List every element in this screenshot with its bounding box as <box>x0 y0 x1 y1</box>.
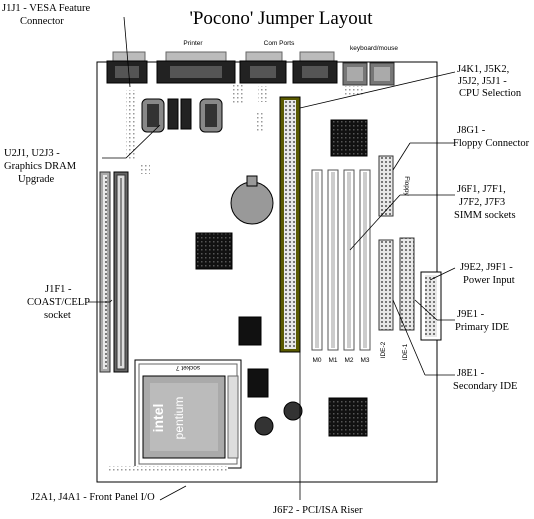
vesa-feature-header <box>126 90 136 160</box>
vga-connector <box>106 51 148 84</box>
keyboard-mouse-label: keyboard/mouse <box>350 45 398 52</box>
com-port-1-connector <box>239 51 287 84</box>
callout-graphics-dram: U2J1, U2J3 - Graphics DRAM Upgrade <box>4 148 79 185</box>
ide2-label: IDE-2 <box>380 341 387 358</box>
keyboard-mouse-connector <box>342 62 395 86</box>
callout-vesa-connector: J1J1 - VESA Feature Connector <box>2 3 93 27</box>
socket-label: socket 7 <box>176 364 201 371</box>
jumper-block <box>232 84 244 104</box>
jumper-block <box>255 112 265 132</box>
page-title: 'Pocono' Jumper Layout <box>189 8 373 29</box>
jumper-block <box>258 86 268 102</box>
cmos-battery <box>230 175 274 225</box>
printer-label: Printer <box>183 40 203 47</box>
jumper-block <box>140 164 150 174</box>
callout-secondary-ide: J8E1 - Secondary IDE <box>453 368 517 392</box>
printer-connector <box>156 51 236 84</box>
small-chip <box>238 316 262 346</box>
ide1-label: IDE-1 <box>402 343 409 360</box>
simm-label-m0: M0 <box>312 357 321 364</box>
callout-coast-socket: J1F1 - COAST/CELP socket <box>27 284 92 321</box>
ide2-connector <box>378 239 394 331</box>
jumper-block <box>343 86 363 96</box>
floppy-label: Floppy <box>403 176 410 196</box>
coast-celp-socket <box>99 171 129 373</box>
callout-power-input: J9E2, J9F1 - Power Input <box>460 262 515 286</box>
capacitor <box>254 416 274 436</box>
ide1-connector <box>399 237 415 331</box>
callout-front-panel: J2A1, J4A1 - Front Panel I/O <box>31 492 155 503</box>
pci-isa-riser <box>279 96 301 353</box>
floppy-connector <box>378 155 394 217</box>
callout-cpu-selection: J4K1, J5K2, J5J2, J5J1 - CPU Selection <box>457 64 522 99</box>
callout-primary-ide: J9E1 - Primary IDE <box>455 309 509 333</box>
callout-lines <box>88 16 456 501</box>
callout-pci-riser: J6F2 - PCI/ISA Riser <box>273 505 363 516</box>
intel-logo: intel <box>150 404 166 433</box>
pentium-logo: pentium <box>172 397 186 440</box>
small-chip <box>247 368 269 398</box>
graphics-dram-chips <box>141 98 223 133</box>
power-connector <box>420 271 442 341</box>
callout-floppy: J8G1 - Floppy Connector <box>453 125 530 149</box>
simm-label-m1: M1 <box>328 357 337 364</box>
io-chip <box>328 397 368 437</box>
callout-simm: J6F1, J7F1, J7F2, J7F3 SIMM sockets <box>454 184 516 221</box>
chipset-chip <box>330 119 368 157</box>
simm-sockets <box>311 169 371 351</box>
cpu-socket <box>134 359 242 469</box>
graphics-chip <box>195 232 233 270</box>
simm-label-m3: M3 <box>360 357 369 364</box>
capacitor <box>283 401 303 421</box>
com-ports-label: Com Ports <box>264 40 295 47</box>
simm-label-m2: M2 <box>344 357 353 364</box>
com-port-2-connector <box>292 51 338 84</box>
front-panel-header <box>108 466 228 472</box>
